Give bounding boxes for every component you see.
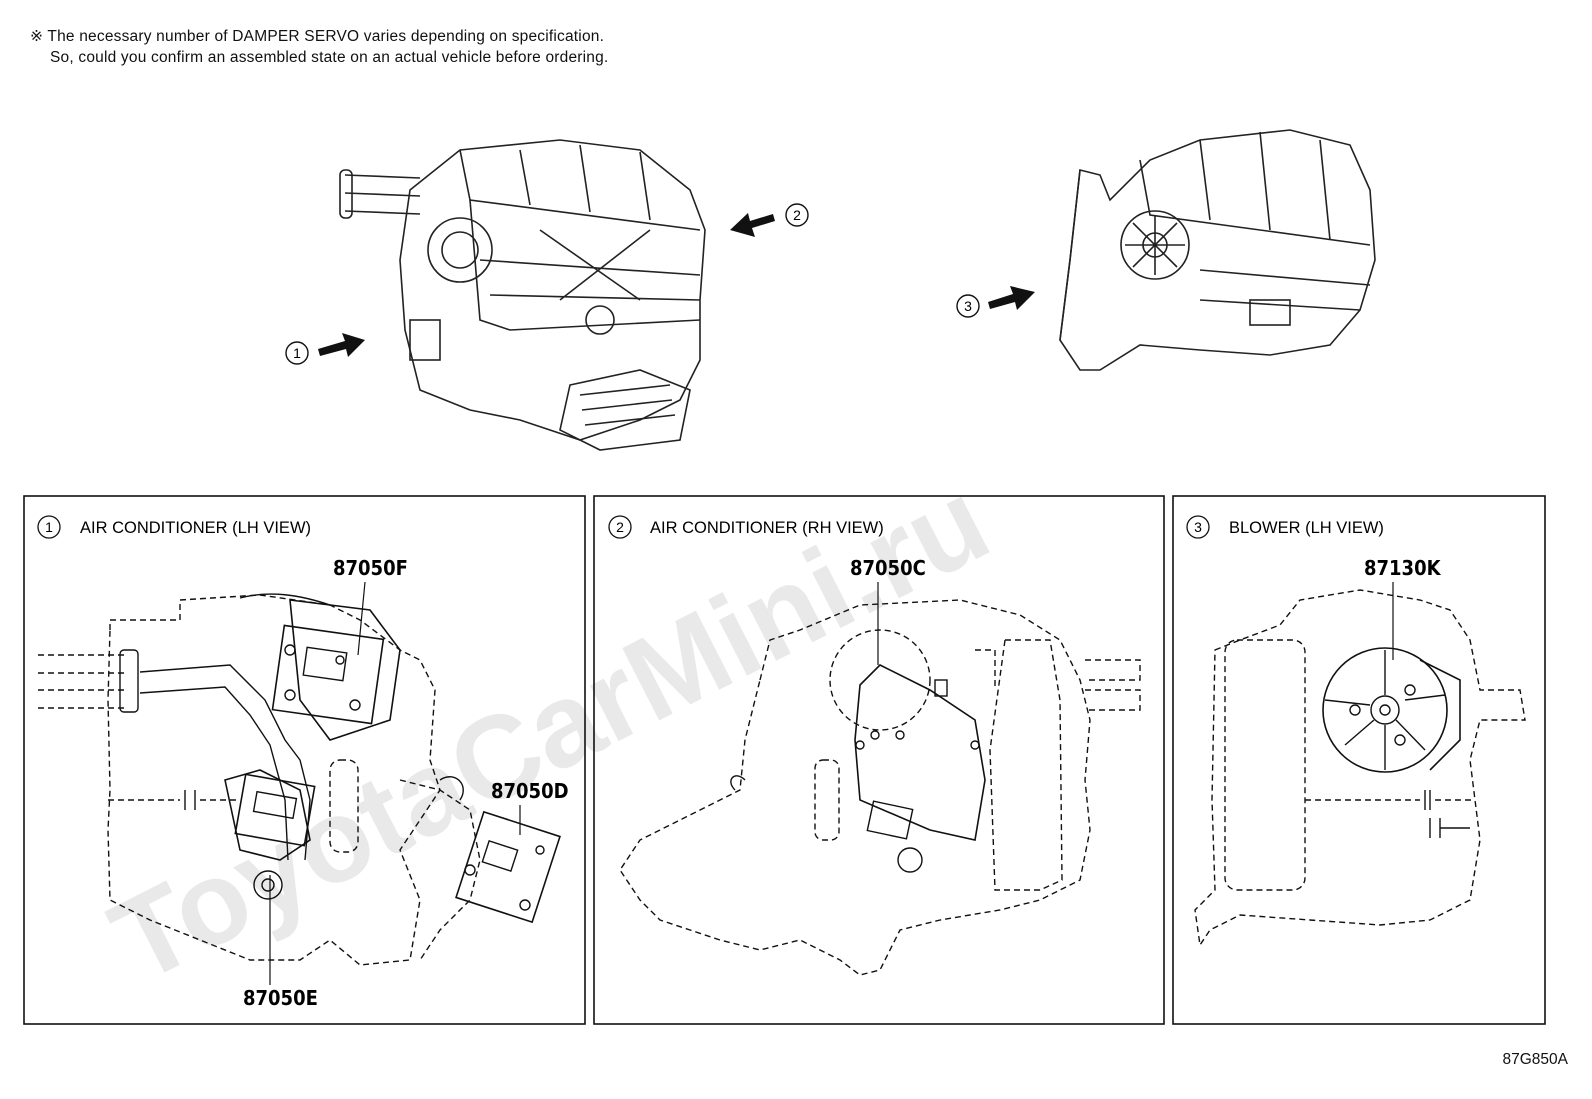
panel-1-title: AIR CONDITIONER (LH VIEW) xyxy=(80,519,311,537)
blower-unit-illustration xyxy=(1059,129,1376,371)
view-arrow-1: 1 xyxy=(285,333,365,365)
air-conditioner-unit-illustration xyxy=(339,139,706,451)
callout-2-text: 2 xyxy=(793,207,801,223)
panel-1-number: 1 xyxy=(45,519,53,535)
note-line-2: So, could you confirm an assembled state… xyxy=(50,49,609,66)
panel-1-leaders xyxy=(269,581,521,985)
panel-1-drawing xyxy=(38,593,561,966)
callout-1-text: 1 xyxy=(293,345,301,361)
panel-1-header: 1 AIR CONDITIONER (LH VIEW) xyxy=(37,515,311,539)
callout-3-text: 3 xyxy=(964,298,972,314)
panel-1-frame xyxy=(23,495,586,1025)
view-arrow-3: 3 xyxy=(956,286,1035,318)
panel-2-number: 2 xyxy=(616,519,624,535)
part-label-87050D: 87050D xyxy=(491,779,569,803)
panel-2-header: 2 AIR CONDITIONER (RH VIEW) xyxy=(608,515,884,539)
part-label-87050E: 87050E xyxy=(243,986,318,1010)
panel-3-title: BLOWER (LH VIEW) xyxy=(1229,519,1384,537)
panel-2-frame xyxy=(593,495,1165,1025)
part-label-87130K: 87130K xyxy=(1364,556,1442,580)
watermark: ToyotaCarMini.ru xyxy=(92,454,1009,1008)
figure-code: 87G850A xyxy=(1502,1051,1569,1068)
part-label-87050F: 87050F xyxy=(333,556,408,580)
note-line-1: ※ The necessary number of DAMPER SERVO v… xyxy=(30,28,605,45)
panel-2-title: AIR CONDITIONER (RH VIEW) xyxy=(650,519,884,537)
view-arrow-2: 2 xyxy=(730,203,809,237)
panel-2-drawing xyxy=(619,599,1141,976)
panel-3-drawing xyxy=(1194,589,1526,947)
panel-3-frame xyxy=(1172,495,1546,1025)
part-label-87050C: 87050C xyxy=(850,556,926,580)
panel-3-header: 3 BLOWER (LH VIEW) xyxy=(1186,515,1384,539)
panel-3-number: 3 xyxy=(1194,519,1202,535)
specification-note: ※ The necessary number of DAMPER SERVO v… xyxy=(30,26,608,68)
